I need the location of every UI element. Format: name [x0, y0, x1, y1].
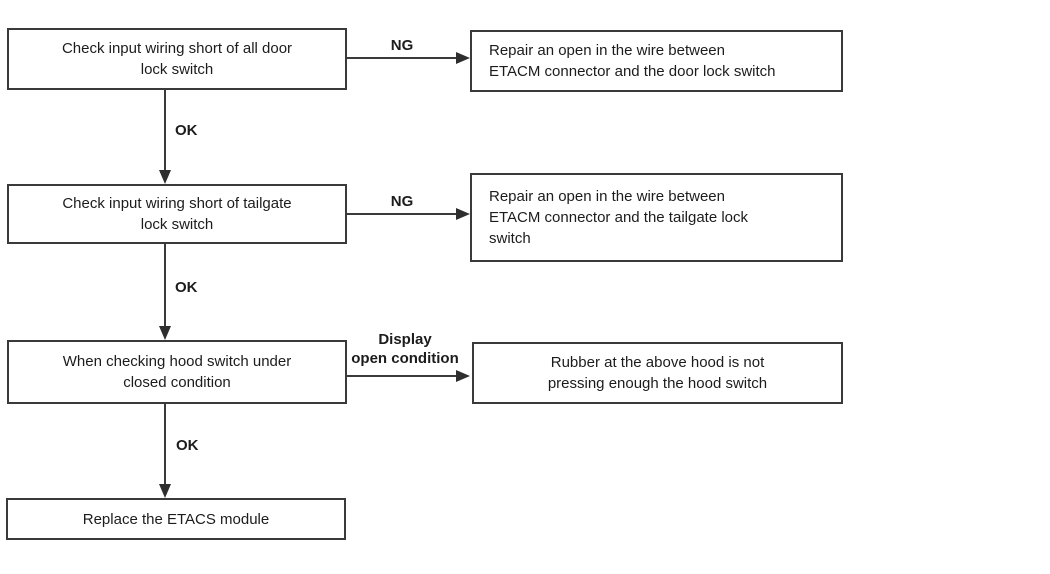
arrowhead-right-icon: [456, 208, 470, 220]
flow-step-hood-switch-check: When checking hood switch under closed c…: [7, 340, 347, 404]
flow-remedy-tailgate-wire-repair: Repair an open in the wire between ETACM…: [470, 173, 843, 262]
flow-step-text: When checking hood switch under closed c…: [62, 353, 292, 391]
flow-step-text: Check input wiring short of tailgate loc…: [62, 195, 292, 233]
flow-remedy-text: Rubber at the above hood is not pressing…: [547, 354, 768, 392]
edge-label-display-open-condition: Display open condition: [351, 331, 459, 367]
edge-label-ng-1: NG: [390, 37, 414, 54]
arrowhead-down-icon: [159, 170, 171, 184]
arrow-line-ok-3: [164, 404, 166, 485]
arrowhead-down-icon: [159, 484, 171, 498]
edge-label-ok-1: OK: [175, 122, 198, 139]
flow-step-door-lock-switch-check: Check input wiring short of all door loc…: [7, 28, 347, 90]
flow-remedy-text: Repair an open in the wire between ETACM…: [489, 42, 776, 80]
arrow-line-ok-2: [164, 244, 166, 327]
flow-step-text: Replace the ETACS module: [82, 510, 270, 528]
arrow-line-ok-1: [164, 90, 166, 171]
arrow-line-display-open: [347, 375, 458, 377]
flow-remedy-door-lock-wire-repair: Repair an open in the wire between ETACM…: [470, 30, 843, 92]
flow-step-tailgate-lock-switch-check: Check input wiring short of tailgate loc…: [7, 184, 347, 244]
arrowhead-right-icon: [456, 370, 470, 382]
edge-label-ok-3: OK: [176, 437, 199, 454]
flow-remedy-hood-rubber: Rubber at the above hood is not pressing…: [472, 342, 843, 404]
flow-step-replace-etacs-module: Replace the ETACS module: [6, 498, 346, 540]
flow-step-text: Check input wiring short of all door loc…: [61, 40, 293, 78]
arrowhead-right-icon: [456, 52, 470, 64]
arrow-line-ng-1: [347, 57, 458, 59]
flow-remedy-text: Repair an open in the wire between ETACM…: [489, 188, 749, 247]
arrow-line-ng-2: [347, 213, 458, 215]
edge-label-ng-2: NG: [390, 193, 414, 210]
edge-label-ok-2: OK: [175, 279, 198, 296]
arrowhead-down-icon: [159, 326, 171, 340]
